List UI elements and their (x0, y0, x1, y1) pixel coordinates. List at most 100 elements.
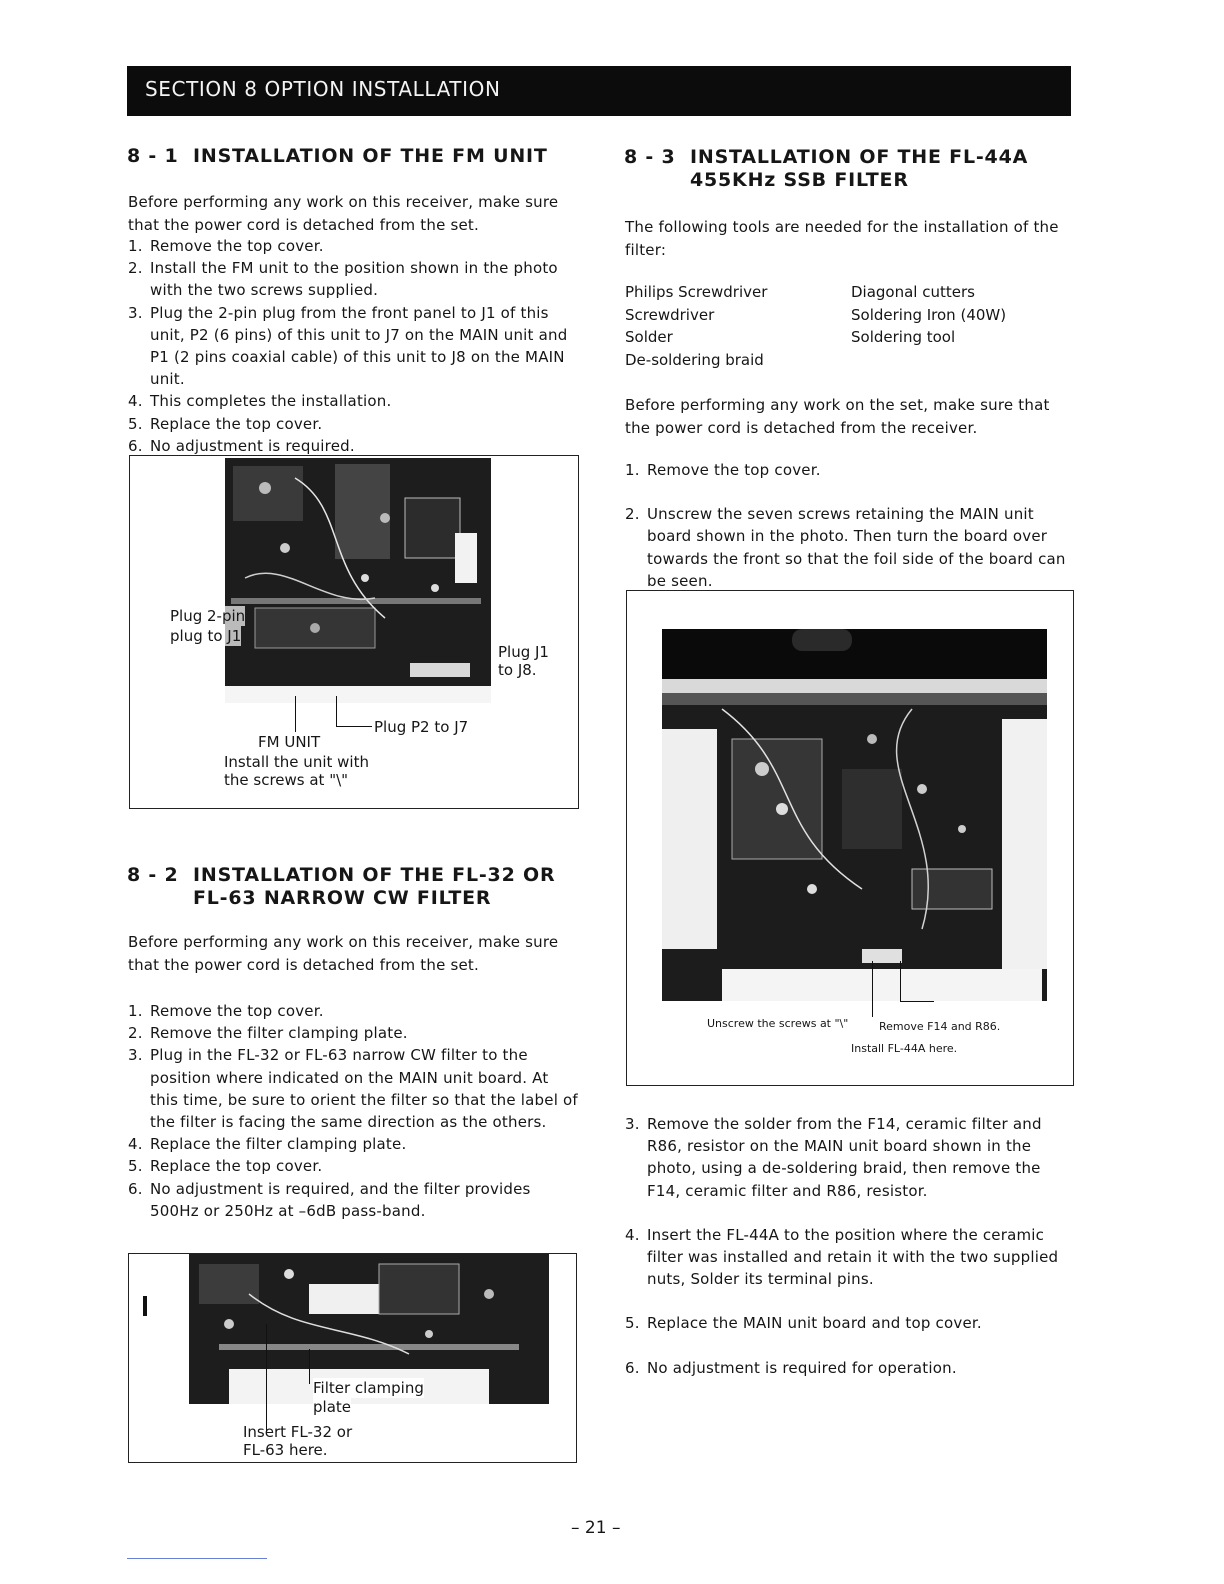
list-item: 2. Install the FM unit to the position sh… (128, 257, 580, 301)
list-item: 3. Plug the 2-pin plug from the front pan… (128, 302, 580, 391)
list-item-number: 1. (625, 461, 640, 479)
label-install-fl44a: Install FL-44A here. (851, 1042, 958, 1055)
leader-line (295, 696, 296, 732)
heading-number: 8 - 1 (127, 145, 179, 167)
page-number: – 21 – (571, 1518, 621, 1538)
list-item: 1. Remove the top cover. (625, 459, 1077, 481)
list-item-number: 1. (128, 237, 143, 255)
list-item-text: Replace the filter clamping plate. (150, 1135, 407, 1154)
list-item-text: Insert the FL-44A to the position where … (647, 1225, 1059, 1289)
list-item-number: 2. (128, 259, 143, 278)
section-title: SECTION 8 OPTION INSTALLATION (145, 77, 501, 101)
list-item-number: 5. (625, 1314, 640, 1333)
list-item-text: Replace the top cover. (150, 1157, 323, 1176)
list-item: 4. Replace the filter clamping plate. (128, 1133, 580, 1155)
list-item: 3.Remove the solder from the F14, cerami… (625, 1113, 1077, 1202)
label-plug-p2: Plug P2 to J7 (374, 718, 469, 736)
list-item-text: Remove the filter clamping plate. (150, 1024, 408, 1043)
list-item: 3.Plug in the FL-32 or FL-63 narrow CW f… (128, 1044, 580, 1133)
section-banner: SECTION 8 OPTION INSTALLATION (127, 66, 1071, 116)
label-remove-f14-r86: Remove F14 and R86. (879, 1020, 1001, 1033)
list-item: 6. No adjustment is required, and the fil… (128, 1178, 580, 1222)
list-item-text: Replace the MAIN unit board and top cove… (647, 1314, 982, 1333)
fm-unit-photo-figure: Plug 2-pin plug to J1 Plug J1 to J8. Plu… (129, 455, 579, 809)
list-item-text: Remove the solder from the F14, ceramic … (647, 1115, 1042, 1200)
label-plug-2pin: Plug 2-pin (170, 606, 246, 626)
label-plug-j1: Plug J1 (498, 642, 549, 662)
list-item: 5. Replace the top cover. (128, 413, 580, 435)
label-fm-unit: FM UNIT (258, 733, 321, 751)
list-item: 5. Replace the top cover. (128, 1155, 580, 1177)
list-item-number: 3. (128, 1046, 143, 1065)
list-item-number: 4. (625, 1225, 640, 1244)
list-item-number: 5. (128, 414, 143, 433)
cw-filter-photo-figure: Filter clamping plate Insert FL-32 or FL… (128, 1253, 577, 1463)
list-item-number: 2. (128, 1024, 143, 1043)
heading-number: 8 - 3 (624, 146, 676, 168)
list-item-number: 6. (128, 1179, 143, 1198)
steps-8-2: 1. Remove the top cover. 2. Remove the filt… (128, 1000, 580, 1222)
leader-line (336, 696, 337, 726)
main-board-photo-figure: Unscrew the screws at "\" Remove F14 and… (626, 590, 1074, 1086)
list-item-text: Unscrew the seven screws retaining the M… (647, 505, 1066, 590)
list-item-text: Replace the top cover. (150, 414, 323, 433)
circuit-board-image (662, 629, 1047, 1001)
heading-number: 8 - 2 (127, 864, 179, 886)
list-item-text: Remove the top cover. (150, 1002, 324, 1020)
leader-line (900, 961, 901, 1001)
list-item-number: 6. (128, 436, 143, 455)
main-board-photo (662, 629, 1047, 1001)
label-to-j8: to J8. (498, 660, 537, 680)
list-item: 2. Unscrew the seven screws retaining the… (625, 503, 1077, 592)
tool-item: Diagonal cutters (851, 283, 975, 301)
steps-8-3-b: 3.Remove the solder from the F14, cerami… (625, 1113, 1077, 1379)
list-item-number: 3. (128, 303, 143, 322)
leader-line (309, 1349, 310, 1384)
tool-item: Philips Screwdriver (625, 283, 768, 301)
list-item: 4. Insert the FL-44A to the position wher… (625, 1224, 1077, 1291)
circuit-board-image (225, 458, 491, 703)
list-item-text: No adjustment is required, and the filte… (150, 1179, 531, 1220)
list-item-text: This completes the installation. (150, 392, 392, 411)
label-insert-fl32: Insert FL-32 or (243, 1423, 353, 1441)
list-item-text: Remove the top cover. (647, 461, 821, 479)
tool-item: Soldering Iron (40W) (851, 305, 1007, 324)
label-fl63-here: FL-63 here. (243, 1441, 328, 1459)
tools-intro: The following tools are needed for the i… (625, 218, 1059, 259)
footer-rule (127, 1558, 267, 1559)
list-item-text: No adjustment is required for operation. (647, 1358, 957, 1377)
heading-8-1: 8 - 1 INSTALLATION OF THE FM UNIT (127, 145, 548, 168)
list-item: 1.Remove the top cover. (128, 235, 580, 257)
list-item: 6. No adjustment is required for operatio… (625, 1357, 1077, 1379)
list-item-number: 4. (128, 1135, 143, 1154)
warning-8-3: Before performing any work on the set, m… (625, 396, 1050, 437)
list-item-number: 1. (128, 1002, 143, 1020)
edge-mark (143, 1296, 147, 1316)
fm-unit-photo (225, 458, 491, 703)
list-item: 6. No adjustment is required. (128, 435, 580, 457)
heading-title-line1: INSTALLATION OF THE FL-44A (690, 146, 1029, 168)
leader-line (872, 961, 873, 1017)
tool-item: De-soldering braid (625, 350, 764, 369)
heading-title: INSTALLATION OF THE FM UNIT (193, 145, 548, 167)
list-item: 5. Replace the MAIN unit board and top co… (625, 1312, 1077, 1334)
list-item-number: 5. (128, 1157, 143, 1176)
list-item-number: 4. (128, 392, 143, 411)
list-item-text: Install the FM unit to the position show… (150, 259, 558, 300)
leader-line (266, 1324, 267, 1434)
list-item-text: No adjustment is required. (150, 436, 355, 455)
list-item-number: 2. (625, 505, 640, 524)
label-filter-clamping: Filter clamping (313, 1378, 424, 1398)
list-item-text: Plug the 2-pin plug from the front panel… (150, 303, 568, 389)
list-item-number: 6. (625, 1358, 640, 1377)
steps-8-1: 1.Remove the top cover. 2. Install the FM … (128, 235, 580, 457)
list-item: 2. Remove the filter clamping plate. (128, 1022, 580, 1044)
label-install-unit: Install the unit with (224, 753, 369, 771)
tool-item: Soldering tool (851, 328, 956, 346)
intro-8-1: Before performing any work on this recei… (128, 193, 559, 234)
list-item: 1. Remove the top cover. (128, 1000, 580, 1022)
label-plate: plate (313, 1397, 351, 1417)
